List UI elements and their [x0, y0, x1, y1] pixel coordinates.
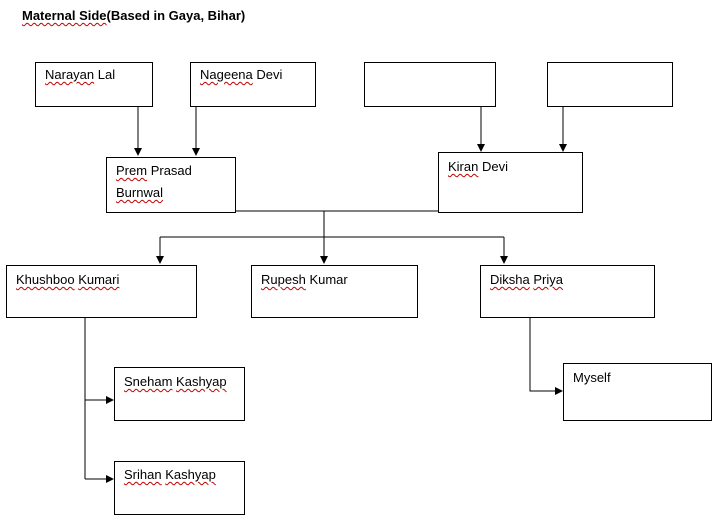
rupesh-last: Kumar: [309, 272, 348, 287]
label-myself: Myself: [573, 367, 611, 389]
box-kiran-devi: [438, 152, 583, 213]
srihan-last: Kashyap: [165, 467, 216, 482]
diagram-title: Maternal Side(Based in Gaya, Bihar): [22, 8, 245, 23]
narayan-last: Lal: [97, 67, 116, 82]
box-srihan-kashyap: [114, 461, 245, 515]
label-nageena-devi: Nageena Devi: [200, 64, 282, 86]
box-prem-prasad-burnwal: [106, 157, 236, 213]
diksha-last: Priya: [533, 272, 563, 287]
rupesh-first: Rupesh: [261, 272, 306, 287]
box-khushboo-kumari: [6, 265, 197, 318]
box-sneham-kashyap: [114, 367, 245, 421]
diksha-first: Diksha: [490, 272, 530, 287]
label-prem-prasad-burnwal: Prem Prasad Burnwal: [116, 160, 192, 204]
khushboo-last: Kumari: [78, 272, 120, 287]
label-sneham-kashyap: Sneham Kashyap: [124, 371, 227, 393]
prem-last: Burnwal: [116, 185, 163, 200]
sneham-first: Sneham: [124, 374, 173, 389]
nageena-last: Devi: [256, 67, 283, 82]
kiran-last: Devi: [481, 159, 508, 174]
box-rupesh-kumar: [251, 265, 418, 318]
box-narayan-lal: [35, 62, 153, 107]
label-khushboo-kumari: Khushboo Kumari: [16, 269, 119, 291]
narayan-first: Narayan: [45, 67, 95, 82]
kiran-first: Kiran: [448, 159, 479, 174]
label-diksha-priya: Diksha Priya: [490, 269, 563, 291]
box-unknown-grandparent-2: [547, 62, 673, 107]
sneham-last: Kashyap: [176, 374, 227, 389]
myself-text: Myself: [573, 370, 611, 385]
title-sub: (Based in Gaya, Bihar): [106, 8, 246, 23]
khushboo-first: Khushboo: [16, 272, 75, 287]
title-main: Maternal Side: [22, 8, 107, 23]
label-rupesh-kumar: Rupesh Kumar: [261, 269, 348, 291]
box-myself: [563, 363, 712, 421]
prem-first: Prem: [116, 163, 148, 178]
box-diksha-priya: [480, 265, 655, 318]
box-unknown-grandparent-1: [364, 62, 496, 107]
arrow-to-myself: [529, 318, 563, 395]
label-kiran-devi: Kiran Devi: [448, 156, 508, 178]
prem-middle: Prasad: [150, 163, 192, 178]
label-narayan-lal: Narayan Lal: [45, 64, 115, 86]
box-nageena-devi: [190, 62, 316, 107]
srihan-first: Srihan: [124, 467, 162, 482]
label-srihan-kashyap: Srihan Kashyap: [124, 464, 216, 486]
nageena-first: Nageena: [200, 67, 253, 82]
